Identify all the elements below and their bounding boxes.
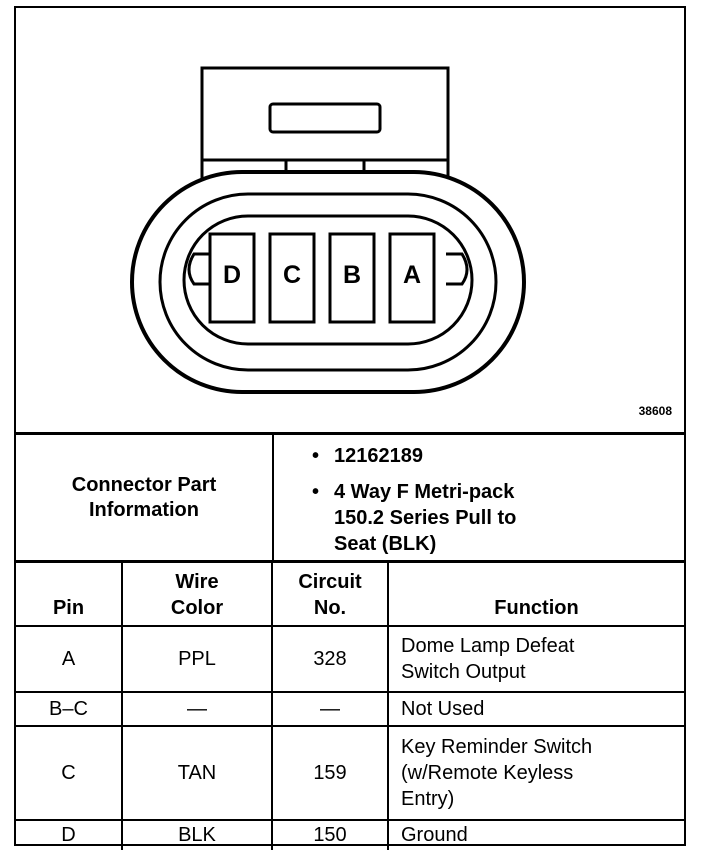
table-row: D BLK 150 Ground xyxy=(16,818,684,850)
table-row: C TAN 159 Key Reminder Switch (w/Remote … xyxy=(16,724,684,821)
header-wire-color: Wire Color xyxy=(121,560,273,627)
pin-table-header: Pin Wire Color Circuit No. Function xyxy=(16,560,684,627)
pin-cavity-b xyxy=(328,232,376,324)
circuit-no-cell: — xyxy=(271,690,389,727)
pin-label-a: A xyxy=(403,261,421,289)
header-function: Function xyxy=(387,560,684,627)
connector-insert xyxy=(182,214,474,346)
connector-drawing: D C B A 38608 xyxy=(16,8,684,432)
connector-shell-outer xyxy=(130,170,526,394)
wire-color-cell: — xyxy=(121,690,273,727)
connector-part-info: Connector Part Information 12162189 4 Wa… xyxy=(16,432,684,560)
circuit-no-cell: 159 xyxy=(271,724,389,821)
function-cell: Dome Lamp Defeat Switch Output xyxy=(387,624,684,693)
key-right xyxy=(446,252,469,286)
connector-part-info-list: 12162189 4 Way F Metri-pack 150.2 Series… xyxy=(310,443,516,567)
function-cell: Not Used xyxy=(387,690,684,727)
pin-cell: C xyxy=(16,724,123,821)
connector-face-illustration: D C B A xyxy=(130,66,526,394)
header-pin: Pin xyxy=(16,560,123,627)
pin-cavity-c xyxy=(268,232,316,324)
info-divider xyxy=(272,435,274,560)
circuit-no-cell: 328 xyxy=(271,624,389,693)
pin-label-d: D xyxy=(223,261,241,289)
wire-color-cell: BLK xyxy=(121,818,273,850)
pin-cavity-d xyxy=(208,232,256,324)
pin-cell: B–C xyxy=(16,690,123,727)
table-row: B–C — — Not Used xyxy=(16,690,684,727)
key-left xyxy=(187,252,210,286)
function-cell: Ground xyxy=(387,818,684,850)
locking-tab xyxy=(200,66,450,186)
part-number: 12162189 xyxy=(310,443,516,469)
connector-part-info-label: Connector Part Information xyxy=(71,473,217,521)
pin-label-c: C xyxy=(283,261,301,289)
tab-slot xyxy=(268,102,382,134)
function-cell: Key Reminder Switch (w/Remote Keyless En… xyxy=(387,724,684,821)
header-circuit-no: Circuit No. xyxy=(271,560,389,627)
circuit-no-cell: 150 xyxy=(271,818,389,850)
figure-number: 38608 xyxy=(638,404,672,418)
connector-shell-inner xyxy=(158,192,498,372)
wire-color-cell: PPL xyxy=(121,624,273,693)
part-description: 4 Way F Metri-pack 150.2 Series Pull to … xyxy=(310,479,516,557)
pin-cell: D xyxy=(16,818,123,850)
connector-sheet: D C B A 38608 Connector Part Information… xyxy=(14,6,686,850)
pin-label-b: B xyxy=(343,261,361,289)
wire-color-cell: TAN xyxy=(121,724,273,821)
pin-cell: A xyxy=(16,624,123,693)
pin-table: Pin Wire Color Circuit No. Function A PP… xyxy=(16,560,684,850)
table-row: A PPL 328 Dome Lamp Defeat Switch Output xyxy=(16,624,684,693)
pin-cavity-a xyxy=(388,232,436,324)
